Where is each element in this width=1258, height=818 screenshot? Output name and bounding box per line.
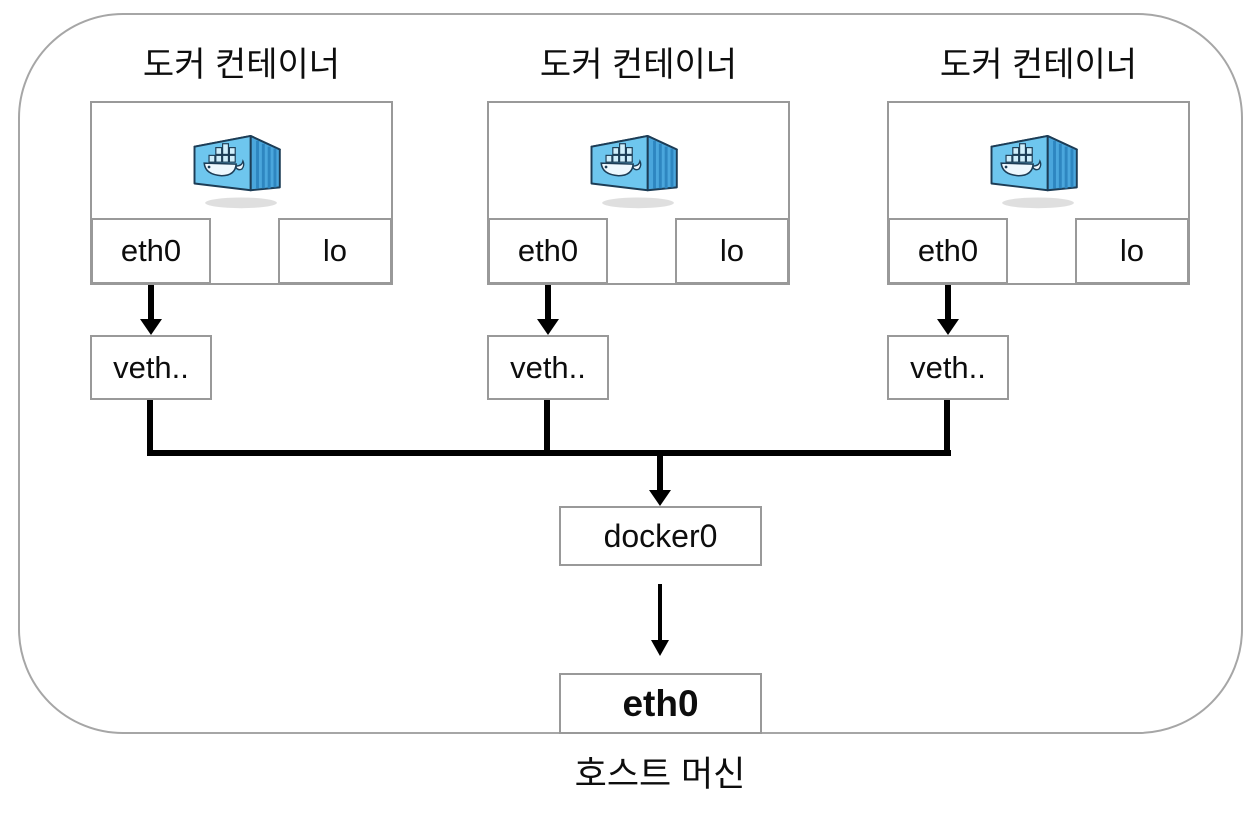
- docker-container-3d-icon: [990, 135, 1078, 209]
- veth-box: veth..: [887, 335, 1009, 400]
- container-lo-interface-box: lo: [675, 218, 789, 284]
- veth-box: veth..: [90, 335, 212, 400]
- container-title: 도커 컨테이너: [142, 46, 341, 84]
- eth0-to-veth-arrow: [537, 285, 559, 335]
- docker-container-3d-icon: [193, 135, 281, 209]
- bridge-bus-line: [147, 450, 951, 456]
- veth-to-bus-line: [544, 400, 550, 456]
- container-eth0-interface-box: eth0: [888, 218, 1008, 284]
- veth-box: veth..: [487, 335, 609, 400]
- eth0-to-veth-arrow: [937, 285, 959, 335]
- docker-container-box: eth0 lo: [887, 101, 1190, 285]
- docker0-to-host-eth0-arrow: [651, 584, 669, 656]
- docker-container-box: eth0 lo: [487, 101, 790, 285]
- container-lo-interface-box: lo: [278, 218, 392, 284]
- docker-container-box: eth0 lo: [90, 101, 393, 285]
- veth-to-bus-line: [944, 400, 950, 456]
- eth0-to-veth-arrow: [140, 285, 162, 335]
- host-machine-label: 호스트 머신: [574, 755, 746, 794]
- bus-to-docker0-arrow: [649, 454, 671, 506]
- docker0-bridge-box: docker0: [559, 506, 762, 566]
- container-eth0-interface-box: eth0: [91, 218, 211, 284]
- container-title: 도커 컨테이너: [939, 46, 1138, 84]
- container-lo-interface-box: lo: [1075, 218, 1189, 284]
- veth-to-bus-line: [147, 400, 153, 456]
- docker-container-3d-icon: [590, 135, 678, 209]
- host-eth0-box: eth0: [559, 673, 762, 734]
- container-title: 도커 컨테이너: [539, 46, 738, 84]
- container-eth0-interface-box: eth0: [488, 218, 608, 284]
